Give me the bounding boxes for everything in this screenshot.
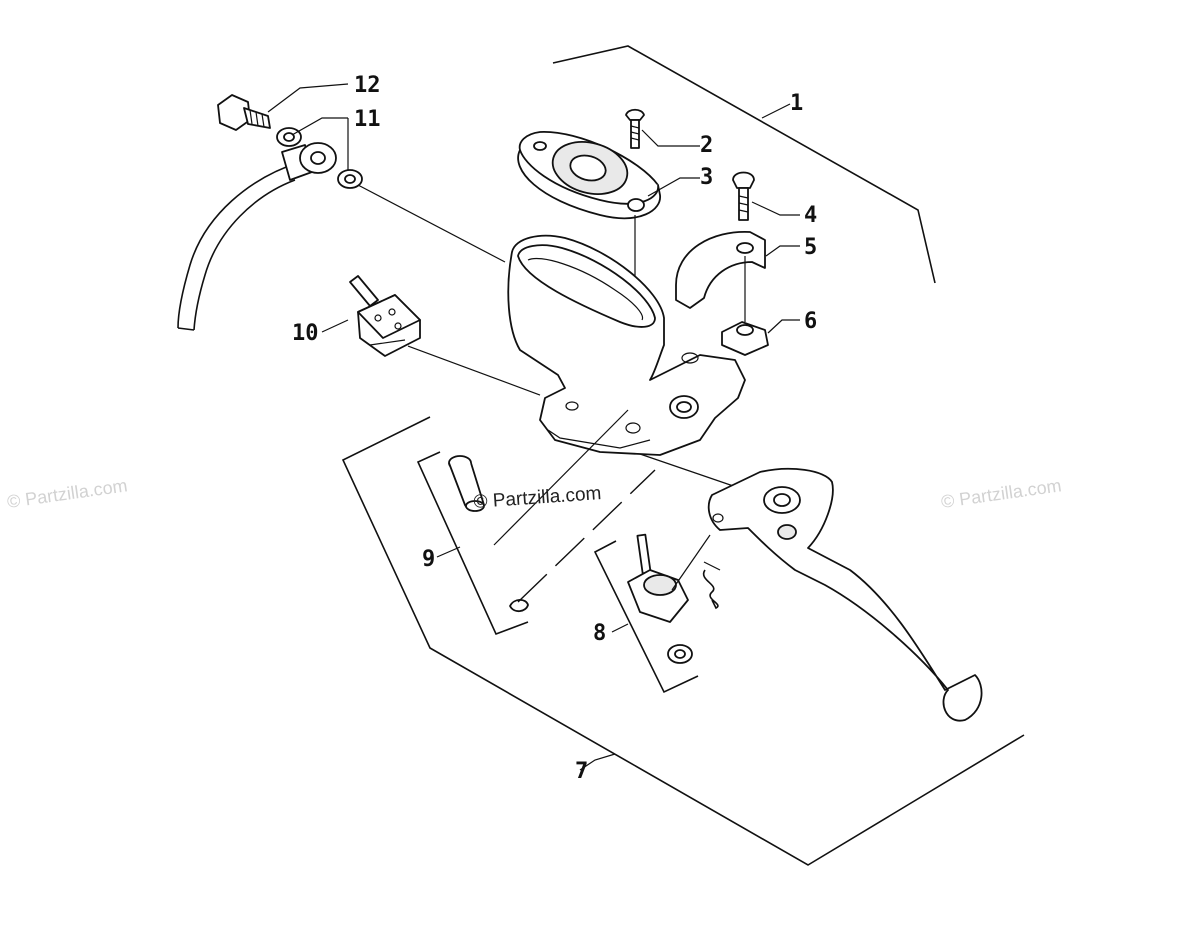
reservoir-cover: [517, 131, 661, 220]
leader-hose-to-body: [357, 184, 506, 263]
brake-switch: [349, 275, 421, 357]
adjuster-knob: [627, 533, 689, 623]
leader-1: [761, 103, 791, 119]
callout-8: 8: [593, 621, 606, 646]
callout-4: 4: [804, 203, 817, 228]
leader-pin-to-body: [493, 409, 629, 546]
brake-lever: [707, 467, 983, 722]
callout-12: 12: [354, 73, 381, 98]
callout-3: 3: [700, 165, 713, 190]
leader-3: [647, 177, 700, 197]
watermark-center: © Partzilla.com: [473, 483, 602, 513]
master-cylinder-body: [507, 234, 746, 456]
callout-9: 9: [422, 547, 435, 572]
bracket-lever-assembly: [341, 416, 1025, 866]
clamp-mount: [721, 321, 769, 356]
leader-8: [611, 623, 629, 633]
bracket-assembly: [552, 45, 936, 284]
callout-11: 11: [354, 107, 381, 132]
callout-7: 7: [575, 759, 588, 784]
crush-washer-upper: [276, 127, 302, 147]
leader-switch-to-body: [407, 345, 541, 396]
watermark-left: © Partzilla.com: [6, 475, 129, 512]
callout-10: 10: [292, 321, 319, 346]
leader-6: [767, 319, 800, 334]
banjo-bolt: [217, 94, 271, 131]
leader-spring-to-lever: [671, 534, 711, 591]
pivot-pin: [448, 455, 485, 512]
leader-4: [751, 201, 800, 216]
brake-hose: [177, 161, 301, 331]
leader-clip-dashed: [517, 469, 656, 603]
leader-12: [267, 83, 349, 113]
return-spring: [702, 561, 721, 610]
crush-washer-lower: [337, 169, 363, 189]
cover-screw: [625, 108, 645, 149]
clamp-screw: [732, 171, 755, 221]
leader-10: [321, 319, 349, 333]
leader-9: [436, 546, 461, 558]
leader-body-to-lever: [639, 453, 746, 491]
adjuster-washer: [667, 644, 693, 664]
callout-2: 2: [700, 133, 713, 158]
leader-11: [291, 117, 348, 136]
e-clip: [509, 598, 529, 613]
leader-7: [579, 753, 616, 771]
callout-5: 5: [804, 235, 817, 260]
watermark-right: © Partzilla.com: [940, 475, 1063, 512]
bracket-adjuster-group: [593, 540, 699, 694]
clamp-half: [675, 231, 766, 309]
callout-1: 1: [790, 91, 803, 116]
callout-6: 6: [804, 309, 817, 334]
banjo-fitting: [281, 142, 337, 181]
leader-5: [765, 245, 800, 257]
leader-2: [641, 129, 700, 147]
